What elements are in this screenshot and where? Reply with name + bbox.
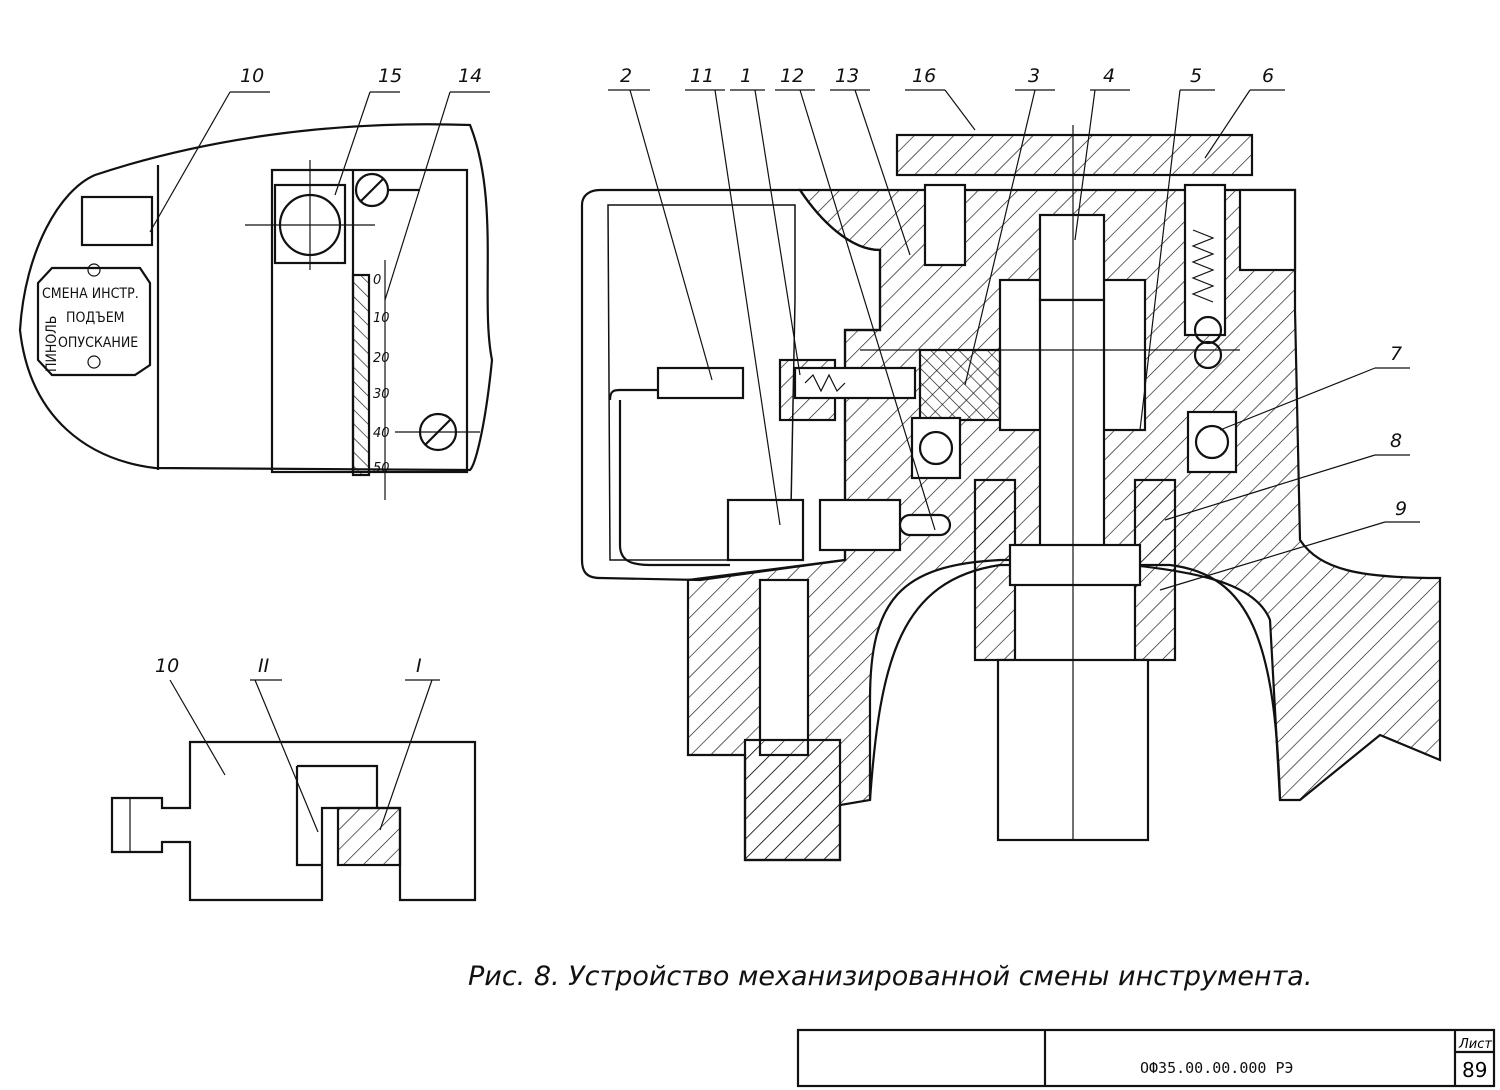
scale-tick: 10 [373, 311, 390, 326]
cam-view: 10 II I [110, 655, 477, 902]
callout-3: 3 [1028, 65, 1040, 87]
scale-tick: 30 [373, 387, 390, 402]
callout-13: 13 [835, 65, 859, 87]
section-view: 2 11 1 12 13 16 3 4 5 6 7 8 9 [580, 65, 1442, 862]
callout-14: 14 [458, 65, 482, 87]
plate-line-2: ПОДЪЕМ [66, 310, 125, 326]
callout-II: II [258, 655, 270, 677]
callout-5: 5 [1190, 65, 1202, 87]
sheet-label: Лист [1458, 1037, 1492, 1052]
callout-4: 4 [1103, 65, 1115, 87]
callout-6: 6 [1262, 65, 1274, 87]
callout-leaders [608, 89, 1420, 591]
callout-9: 9 [1395, 498, 1407, 520]
sheet-number: 89 [1462, 1058, 1487, 1082]
scale-tick: 40 [373, 426, 390, 441]
scale-tick: 20 [373, 351, 390, 366]
callout-8: 8 [1390, 430, 1402, 452]
callout-15: 15 [378, 65, 402, 87]
figure-caption: Рис. 8. Устройство механизированной смен… [468, 961, 1312, 992]
callout-7: 7 [1390, 343, 1402, 365]
plate-line-1: СМЕНА ИНСТР. [42, 286, 139, 302]
callout-2: 2 [620, 65, 632, 87]
plate-line-3: ОПУСКАНИЕ [58, 335, 138, 351]
mode-plate [36, 266, 152, 377]
callout-16: 16 [912, 65, 936, 87]
scale-tick: 0 [373, 273, 381, 288]
callout-I: I [416, 655, 422, 677]
callout-1: 1 [740, 65, 752, 87]
callout-10b: 10 [155, 655, 179, 677]
designation: ОФ35.00.00.000 РЭ [1140, 1059, 1294, 1077]
callout-11: 11 [690, 65, 714, 87]
external-view: СМЕНА ИНСТР. ПОДЪЕМ ОПУСКАНИЕ ПИНОЛЬ 0 1… [18, 65, 494, 500]
callout-12: 12 [780, 65, 804, 87]
callout-10: 10 [240, 65, 264, 87]
scale-tick: 50 [373, 461, 390, 476]
title-block: ОФ35.00.00.000 РЭ Лист 89 [796, 1028, 1496, 1088]
plate-side: ПИНОЛЬ [44, 316, 60, 372]
